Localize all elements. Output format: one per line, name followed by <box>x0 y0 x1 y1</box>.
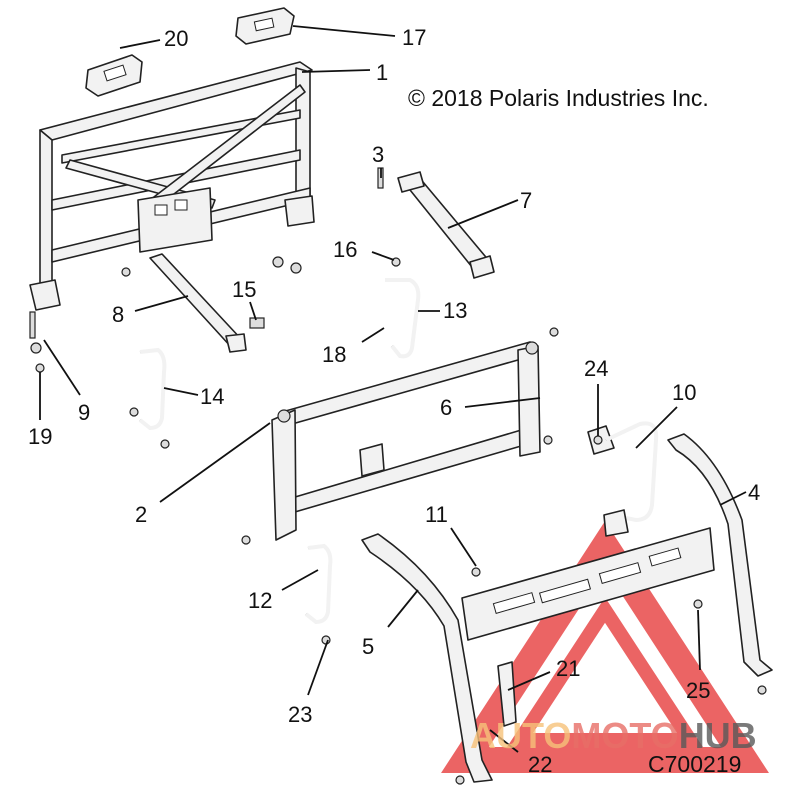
callout-25: 25 <box>686 678 710 703</box>
callout-9: 9 <box>78 400 90 425</box>
copyright-text: © 2018 Polaris Industries Inc. <box>408 85 709 111</box>
callout-11: 11 <box>425 502 448 527</box>
part-20-cover <box>85 54 143 97</box>
watermark-inner-triangle-icon <box>507 597 703 747</box>
part-13-handle <box>385 278 421 359</box>
callout-22: 22 <box>528 752 552 777</box>
callout-5: 5 <box>362 634 374 659</box>
callout-23: 23 <box>288 702 312 727</box>
part-1-frame <box>29 61 315 311</box>
callout-15: 15 <box>232 277 256 302</box>
callout-20: 20 <box>164 26 188 51</box>
hardware-fasteners <box>29 167 767 785</box>
callout-19: 19 <box>28 424 52 449</box>
callout-16: 16 <box>333 237 357 262</box>
callout-3: 3 <box>372 142 384 167</box>
diagram-code: C700219 <box>648 751 741 777</box>
callout-10: 10 <box>672 380 696 405</box>
watermark-triangle-icon <box>441 521 769 773</box>
part-17-cover <box>235 7 295 45</box>
watermark-logo <box>441 521 769 773</box>
callout-18: 18 <box>322 342 346 367</box>
callout-8: 8 <box>112 302 124 327</box>
watermark-text: AUTOMOTOHUB <box>470 715 757 756</box>
callout-labels: 1 2 3 4 5 6 7 8 9 10 11 12 13 14 15 16 1… <box>28 25 760 777</box>
watermark-auto: AUTO <box>470 715 571 756</box>
part-12-handle <box>304 543 333 625</box>
callout-13: 13 <box>443 298 467 323</box>
callout-2: 2 <box>135 502 147 527</box>
part-6-frame <box>271 341 541 541</box>
part-4-post <box>667 433 773 677</box>
part-14-handle <box>138 347 167 431</box>
leader-lines <box>39 25 747 753</box>
part-21-bracket <box>497 661 517 727</box>
callout-6: 6 <box>440 395 452 420</box>
rear-panel <box>461 527 715 641</box>
part-5-post <box>361 533 493 783</box>
callout-21: 21 <box>556 656 580 681</box>
watermark-hub: HUB <box>679 715 757 756</box>
callout-12: 12 <box>248 588 272 613</box>
watermark-moto: MOTO <box>571 715 678 756</box>
part-8-brace <box>149 253 247 353</box>
callout-17: 17 <box>402 25 426 50</box>
callout-4: 4 <box>748 480 760 505</box>
part-7-brace <box>397 171 495 279</box>
callout-14: 14 <box>200 384 224 409</box>
callout-24: 24 <box>584 356 608 381</box>
callout-7: 7 <box>520 188 532 213</box>
callout-1: 1 <box>376 60 388 85</box>
